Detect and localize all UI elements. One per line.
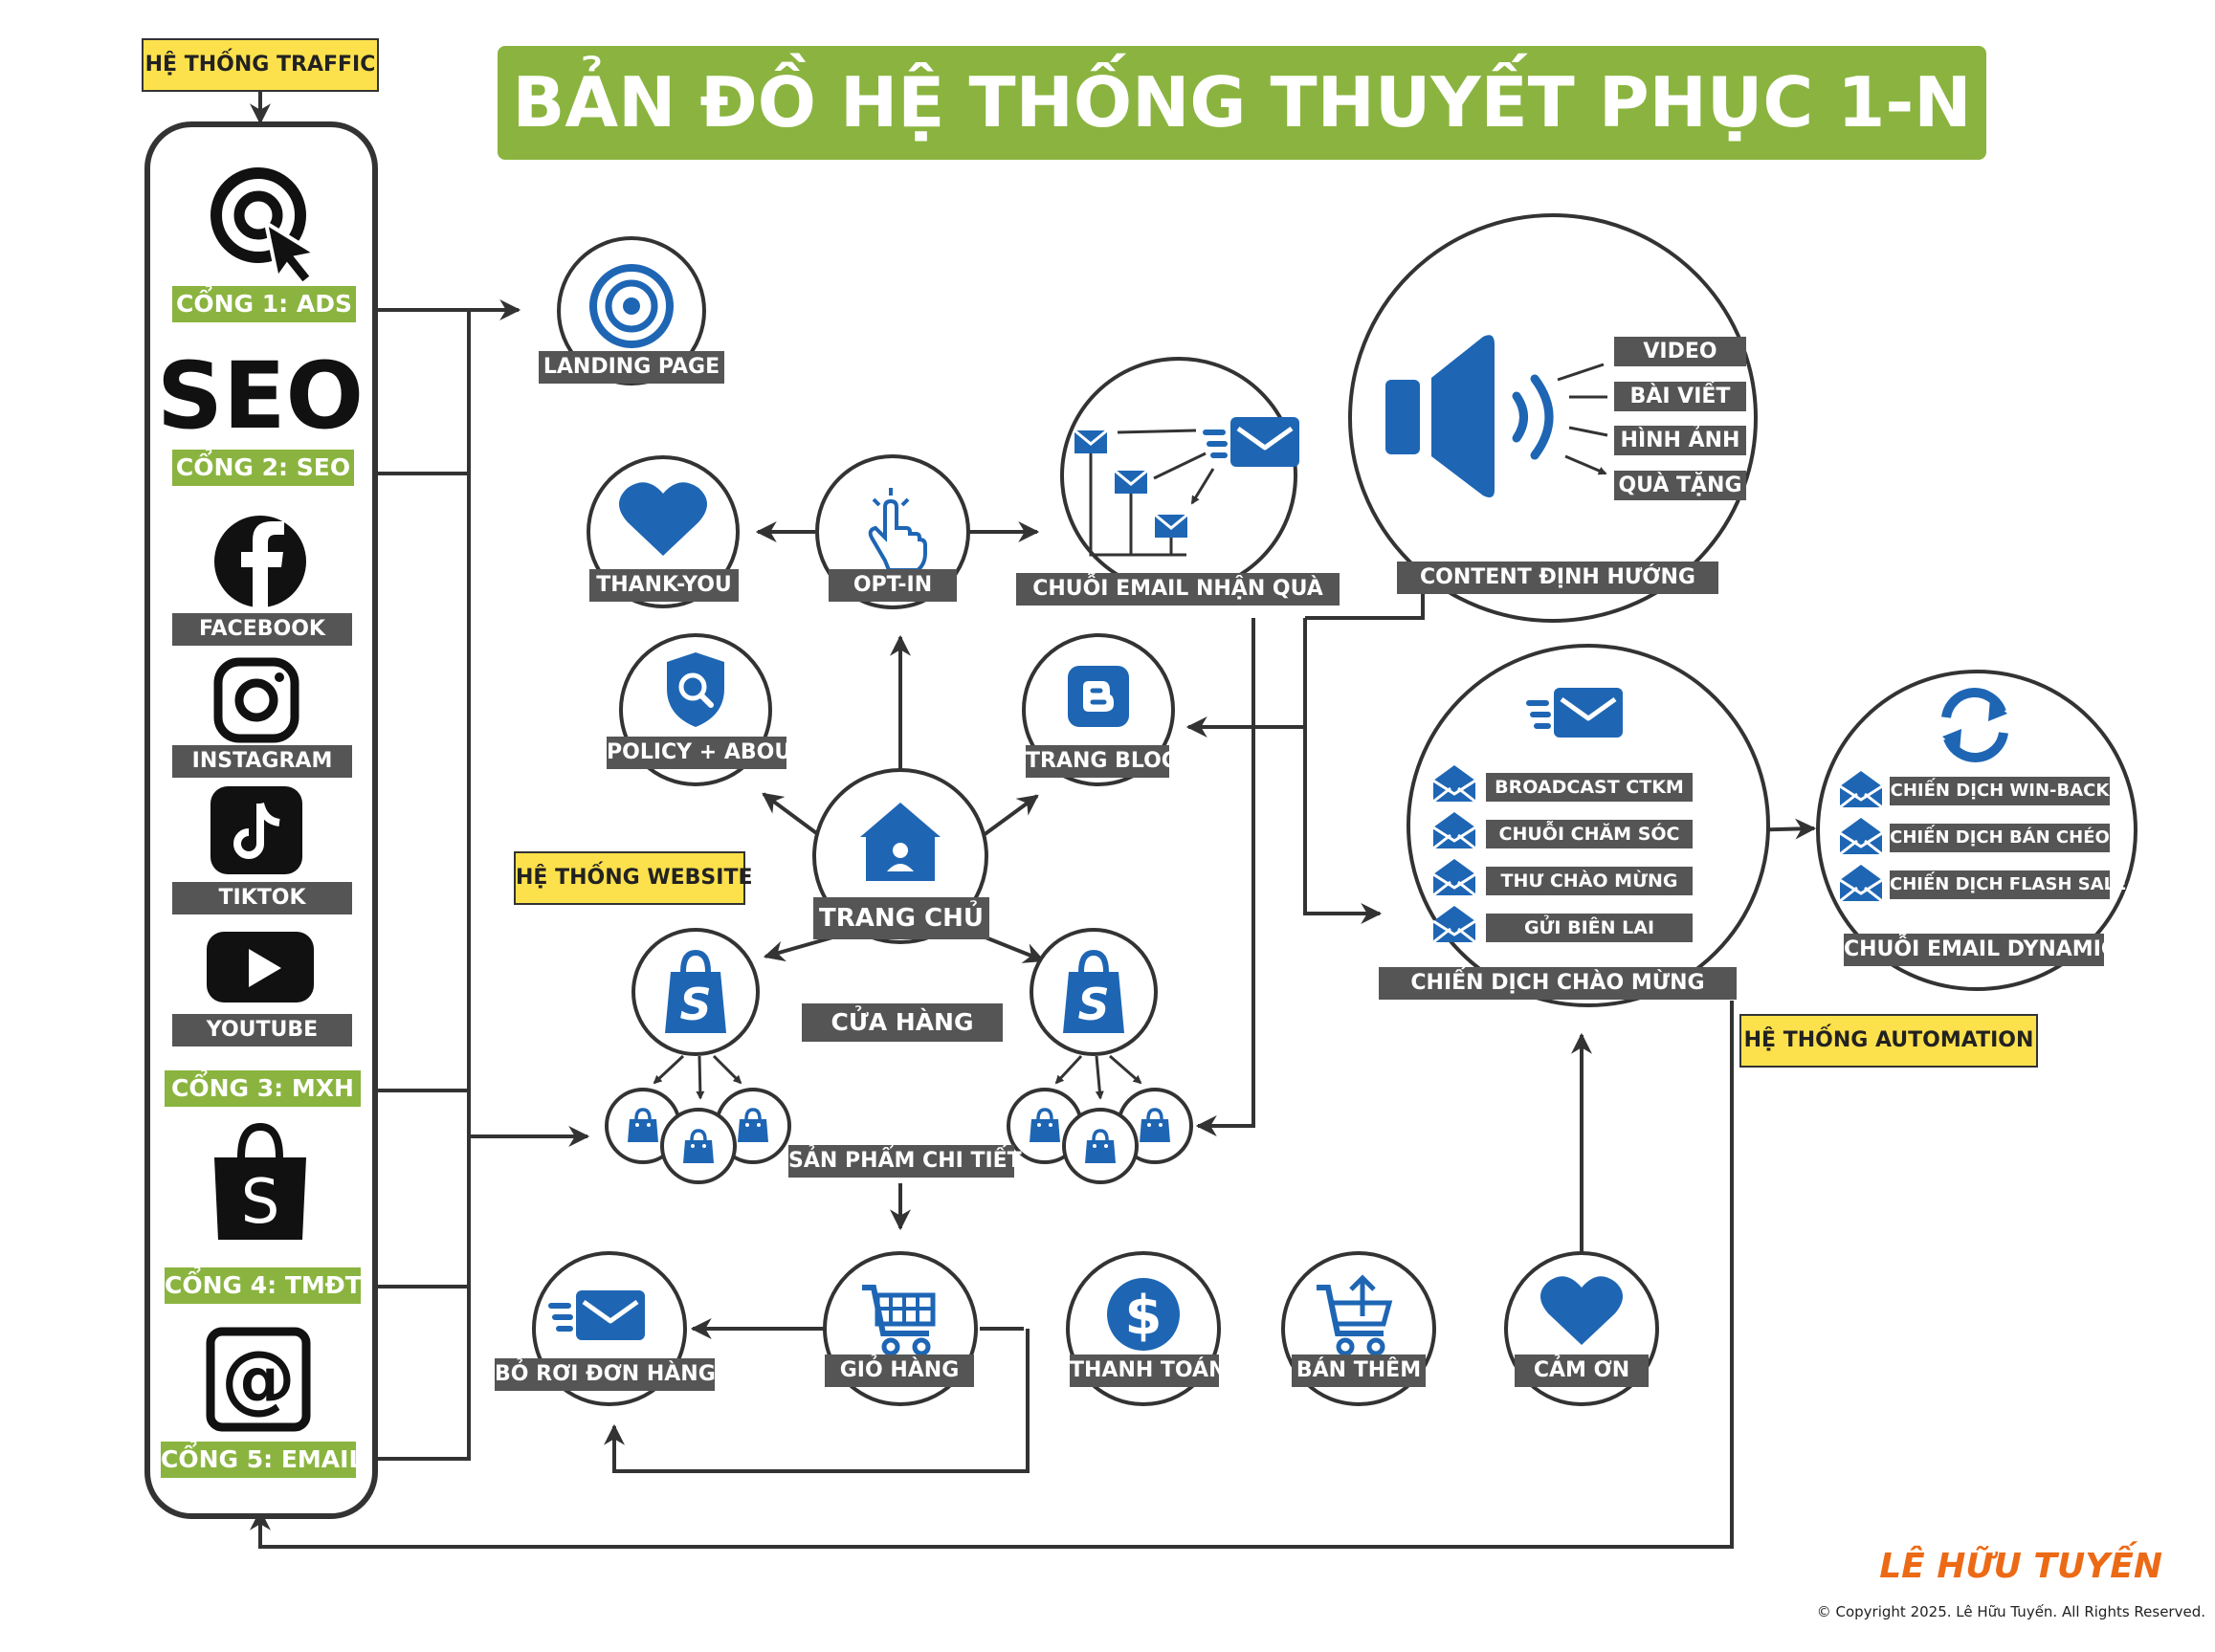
youtube-icon (207, 932, 314, 1002)
welcome-item-care-chain: CHUỖI CHĂM SÓC (1486, 820, 1693, 848)
cart-label: GIỎ HÀNG (825, 1355, 974, 1387)
thanks-label: CẢM ƠN (1515, 1355, 1649, 1387)
heart-icon (619, 482, 707, 556)
page-title: BẢN ĐỒ HỆ THỐNG THUYẾT PHỤC 1-N (498, 46, 1986, 160)
automation-section-label: HỆ THỐNG AUTOMATION (1739, 1014, 2038, 1068)
gate-email-label: CỔNG 5: EMAIL (161, 1442, 364, 1478)
svg-text:$: $ (1125, 1285, 1163, 1347)
payment-label: THANH TOÁN (1070, 1355, 1227, 1387)
dynamic-item-cross-sell: CHIẾN DỊCH BÁN CHÉO (1890, 824, 2110, 852)
gate-ecommerce-label: CỔNG 4: TMĐT (165, 1267, 362, 1304)
brand-logo: LÊ HỮU TUYẾN (1879, 1547, 2162, 1586)
facebook-icon (214, 516, 306, 607)
dollar-icon: $ (1107, 1278, 1180, 1351)
tap-hand-icon (868, 488, 927, 572)
dynamic-item-flash-sale: CHIẾN DỊCH FLASH SALE (1890, 870, 2126, 899)
store-label: CỬA HÀNG (802, 1003, 1003, 1042)
content-item-image: HÌNH ẢNH (1614, 426, 1746, 455)
landing-page-label: LANDING PAGE (539, 351, 724, 384)
tiktok-label: TIKTOK (172, 882, 352, 914)
at-sign-icon: @ (206, 1327, 311, 1432)
target-icon (589, 264, 674, 348)
traffic-section-label: HỆ THỐNG TRAFFIC (142, 38, 379, 92)
blogger-icon (1068, 666, 1129, 727)
welcome-item-broadcast: BROADCAST CTKM (1486, 773, 1693, 802)
product-detail-label: SẢN PHẨM CHI TIẾT (788, 1145, 1022, 1178)
content-item-video: VIDEO (1614, 337, 1746, 366)
content-item-gift: QUÀ TẶNG (1614, 471, 1746, 500)
home-label: TRANG CHỦ (813, 897, 989, 939)
upsell-label: BÁN THÊM (1292, 1355, 1426, 1387)
dynamic-envelope-icons (1838, 769, 1884, 903)
opt-in-label: OPT-IN (829, 569, 957, 602)
target-cursor-icon (210, 167, 321, 287)
heart-icon (1540, 1276, 1623, 1345)
website-section-label: HỆ THỐNG WEBSITE (514, 851, 752, 905)
dynamic-item-win-back: CHIẾN DỊCH WIN-BACK (1890, 777, 2110, 805)
policy-about-label: POLICY + ABOUT (607, 737, 806, 769)
tiktok-icon (210, 786, 302, 874)
svg-text:S: S (241, 1167, 280, 1238)
node-circles (532, 213, 2137, 1406)
copyright-text: © Copyright 2025. Lê Hữu Tuyến. All Righ… (1816, 1603, 2205, 1620)
instagram-label: INSTAGRAM (172, 745, 352, 778)
cart-upload-icon (1317, 1274, 1393, 1356)
gate-seo-label: CỔNG 2: SEO (172, 450, 354, 486)
home-icon (860, 803, 941, 881)
email-gift-chain-label: CHUỖI EMAIL NHẬN QUÀ (1016, 573, 1340, 606)
shopee-bag-icon: S (214, 1122, 306, 1240)
instagram-icon (213, 657, 299, 743)
welcome-campaign-label: CHIẾN DỊCH CHÀO MỪNG (1379, 967, 1737, 1000)
abandoned-cart-label: BỎ RƠI ĐƠN HÀNG (495, 1358, 716, 1391)
welcome-item-welcome-letter: THƯ CHÀO MỪNG (1486, 867, 1693, 895)
content-label: CONTENT ĐỊNH HƯỚNG (1397, 562, 1718, 594)
speaker-icon (1385, 335, 1607, 497)
gate-ads-label: CỔNG 1: ADS (172, 286, 356, 322)
facebook-label: FACEBOOK (172, 613, 352, 646)
shield-search-icon (667, 652, 724, 727)
youtube-label: YOUTUBE (172, 1014, 352, 1046)
store-to-product-arrows (653, 1054, 1142, 1100)
thank-you-label: THANK-YOU (589, 569, 739, 602)
content-item-article: BÀI VIẾT (1614, 382, 1746, 411)
sync-icon (1941, 688, 2008, 762)
welcome-item-receipt: GỬI BIÊN LAI (1486, 914, 1693, 942)
dynamic-email-label: CHUỖI EMAIL DYNAMIC (1844, 934, 2116, 966)
email-chain-icon (1073, 417, 1299, 557)
seo-logo: SEO (157, 342, 364, 450)
cart-icon (862, 1285, 936, 1356)
blog-label: TRANG BLOG (1026, 745, 1179, 778)
svg-text:@: @ (221, 1336, 296, 1422)
gate-social-label: CỔNG 3: MXH (165, 1070, 361, 1107)
